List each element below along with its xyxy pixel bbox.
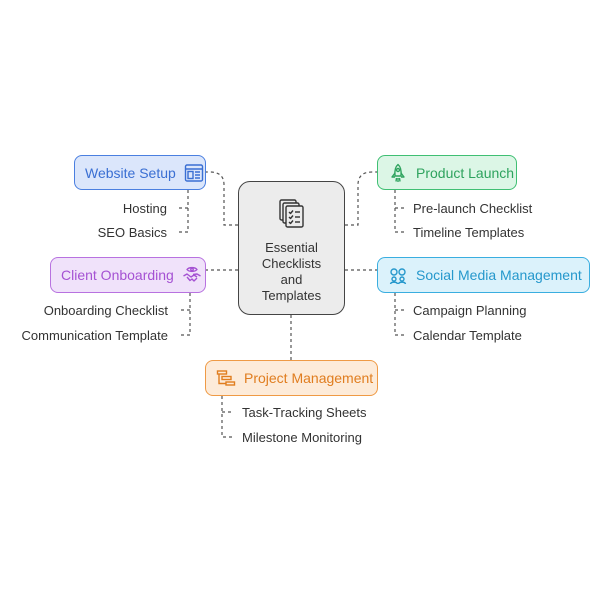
- browser-window-icon: [184, 163, 203, 182]
- connector-website-items: [178, 190, 189, 233]
- handshake-icon: [183, 266, 201, 282]
- gantt-chart-icon: [216, 370, 236, 386]
- connector-product-launch: [345, 171, 377, 226]
- social-media-management-label: Social Media Management: [416, 267, 582, 283]
- checklist-documents-icon: [279, 199, 304, 228]
- list-item-onboarding-checklist: Onboarding Checklist: [43, 303, 168, 318]
- list-item-hosting: Hosting: [122, 201, 167, 216]
- connector-product-items: [394, 190, 405, 233]
- list-item-milestone-monitoring: Milestone Monitoring: [242, 430, 362, 445]
- connector-website-setup: [206, 171, 238, 226]
- project-management-node[interactable]: Project Management: [205, 360, 378, 396]
- central-topic-node[interactable]: Essential Checklists and Templates: [238, 181, 345, 315]
- list-item-campaign-planning: Campaign Planning: [413, 303, 527, 318]
- product-launch-label: Product Launch: [416, 164, 515, 181]
- rocket-icon: [391, 163, 405, 182]
- social-media-management-node[interactable]: Social Media Management: [377, 257, 590, 293]
- project-management-label: Project Management: [244, 370, 374, 386]
- product-launch-node[interactable]: Product Launch: [377, 155, 517, 190]
- list-item-calendar-template: Calendar Template: [413, 328, 522, 343]
- list-item-seo-basics: SEO Basics: [97, 225, 167, 240]
- website-setup-node[interactable]: Website Setup: [74, 155, 206, 190]
- list-item-timeline-templates: Timeline Templates: [413, 225, 525, 240]
- list-item-communication-template: Communication Template: [21, 328, 168, 343]
- connector-social-items: [394, 293, 405, 336]
- connector-client-items: [180, 293, 191, 336]
- list-item-task-tracking-sheets: Task-Tracking Sheets: [242, 405, 367, 420]
- client-onboarding-node[interactable]: Client Onboarding: [50, 257, 206, 293]
- list-item-pre-launch-checklist: Pre-launch Checklist: [413, 201, 533, 216]
- website-setup-label: Website Setup: [85, 164, 176, 181]
- people-group-icon: [389, 268, 407, 285]
- connector-project-items: [221, 396, 232, 438]
- client-onboarding-label: Client Onboarding: [61, 267, 174, 283]
- central-topic-title: Essential Checklists and Templates: [261, 240, 322, 303]
